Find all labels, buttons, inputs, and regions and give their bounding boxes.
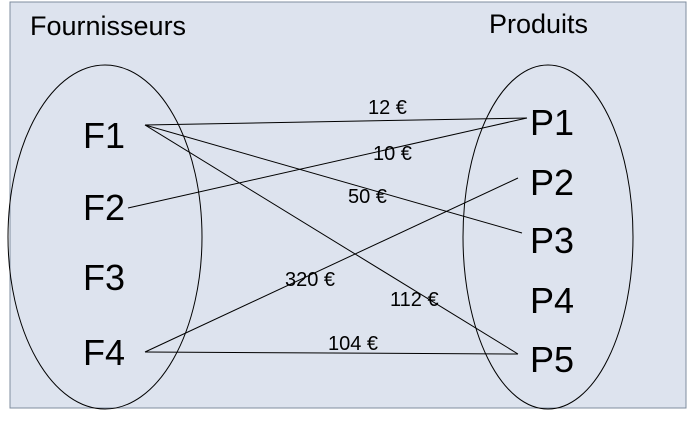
price-label-f1-p1: 12 € [368, 97, 407, 119]
supplier-node-f4: F4 [83, 332, 125, 373]
price-label-f2-p1: 10 € [373, 143, 412, 165]
price-label-f1-p3: 50 € [348, 186, 387, 208]
product-node-p2: P2 [530, 162, 574, 203]
edge-f1-p1 [144, 117, 528, 126]
price-labels-layer: 12 € 10 € 50 € 320 € 112 € 104 € [285, 97, 439, 355]
products-title: Produits [489, 9, 588, 39]
supplier-node-f2: F2 [83, 187, 125, 228]
suppliers-title: Fournisseurs [30, 11, 186, 41]
edge-f1-p3 [144, 124, 523, 234]
background-panel [9, 1, 687, 409]
edge-f1-p5 [144, 124, 519, 355]
edges-layer [127, 117, 528, 355]
price-label-f4-p2: 320 € [285, 269, 335, 291]
suppliers-ellipse [7, 64, 203, 410]
supplier-node-f1: F1 [83, 115, 125, 156]
products-ellipse [462, 64, 634, 410]
price-label-f1-p5: 112 € [390, 289, 439, 311]
product-node-p3: P3 [530, 220, 574, 261]
price-label-f4-p5: 104 € [328, 333, 378, 355]
supplier-node-f3: F3 [83, 257, 125, 298]
product-node-p5: P5 [530, 339, 574, 380]
edge-f4-p5 [144, 351, 519, 355]
edge-f2-p1 [127, 117, 528, 209]
product-node-p4: P4 [530, 280, 574, 321]
edge-f4-p2 [144, 177, 519, 353]
product-node-p1: P1 [530, 102, 574, 143]
